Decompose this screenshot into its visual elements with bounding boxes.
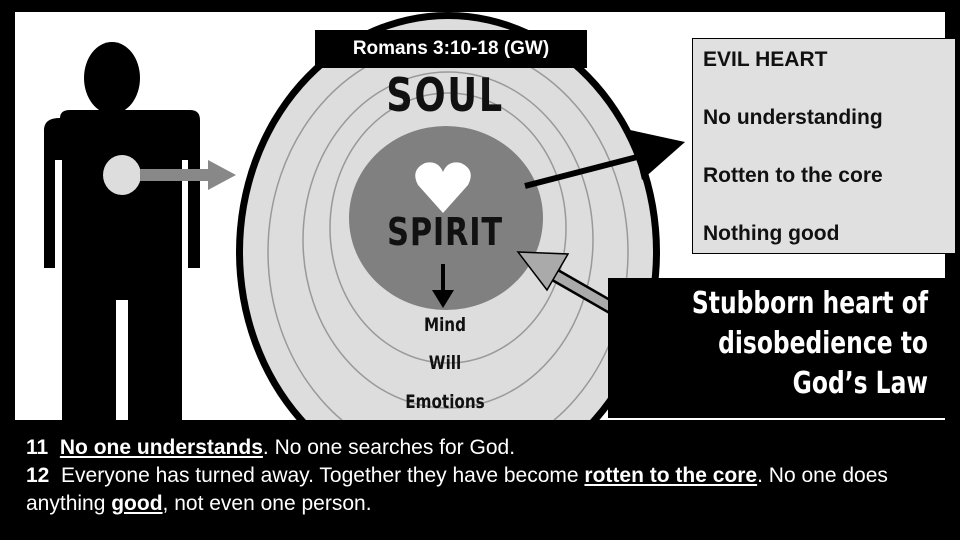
verse-12: 12 Everyone has turned away. Together th…	[26, 462, 946, 518]
emotions-label: Emotions	[405, 391, 485, 413]
down-arrow-icon	[432, 264, 454, 308]
soul-circle	[236, 12, 660, 420]
evil-heart-heading: EVIL HEART	[703, 48, 828, 71]
person-figure	[44, 42, 236, 420]
verse-number: 12	[26, 464, 50, 487]
evil-heart-item: Nothing good	[703, 222, 840, 245]
emphasis: No one understands	[59, 436, 263, 459]
verse-text: 11 No one understands. No one searches f…	[26, 434, 946, 518]
verse-text-part: Everyone has turned away. Together they …	[61, 464, 585, 487]
emphasis: good	[111, 492, 163, 515]
verse-text-part: , not even one person.	[162, 492, 372, 515]
spirit-label: SPIRIT	[387, 210, 503, 254]
verse-11: 11 No one understands. No one searches f…	[26, 434, 946, 462]
verse-number: 11	[26, 436, 49, 459]
stubborn-heart-box: Stubborn heart of disobedience to God’s …	[608, 278, 948, 418]
verse-text-part: . No one does anything	[26, 464, 888, 515]
evil-heart-box: EVIL HEART No understanding Rotten to th…	[692, 38, 956, 254]
stubborn-line: God’s Law	[792, 366, 928, 401]
stubborn-line: Stubborn heart of	[691, 286, 928, 321]
stubborn-line: disobedience to	[718, 326, 928, 361]
diagram	[44, 12, 685, 420]
evil-heart-item: Rotten to the core	[703, 164, 883, 187]
heart-icon	[415, 162, 471, 213]
evil-heart-item: No understanding	[703, 106, 883, 129]
emphasis: rotten to the core	[584, 464, 758, 487]
mind-label: Mind	[423, 314, 467, 336]
verse-text-part: . No one searches for God.	[262, 436, 516, 459]
scripture-reference: Romans 3:10-18 (GW)	[315, 30, 587, 68]
soul-label: SOUL	[386, 68, 504, 122]
will-label: Will	[428, 352, 462, 374]
evil-heart-arrow	[524, 130, 685, 189]
